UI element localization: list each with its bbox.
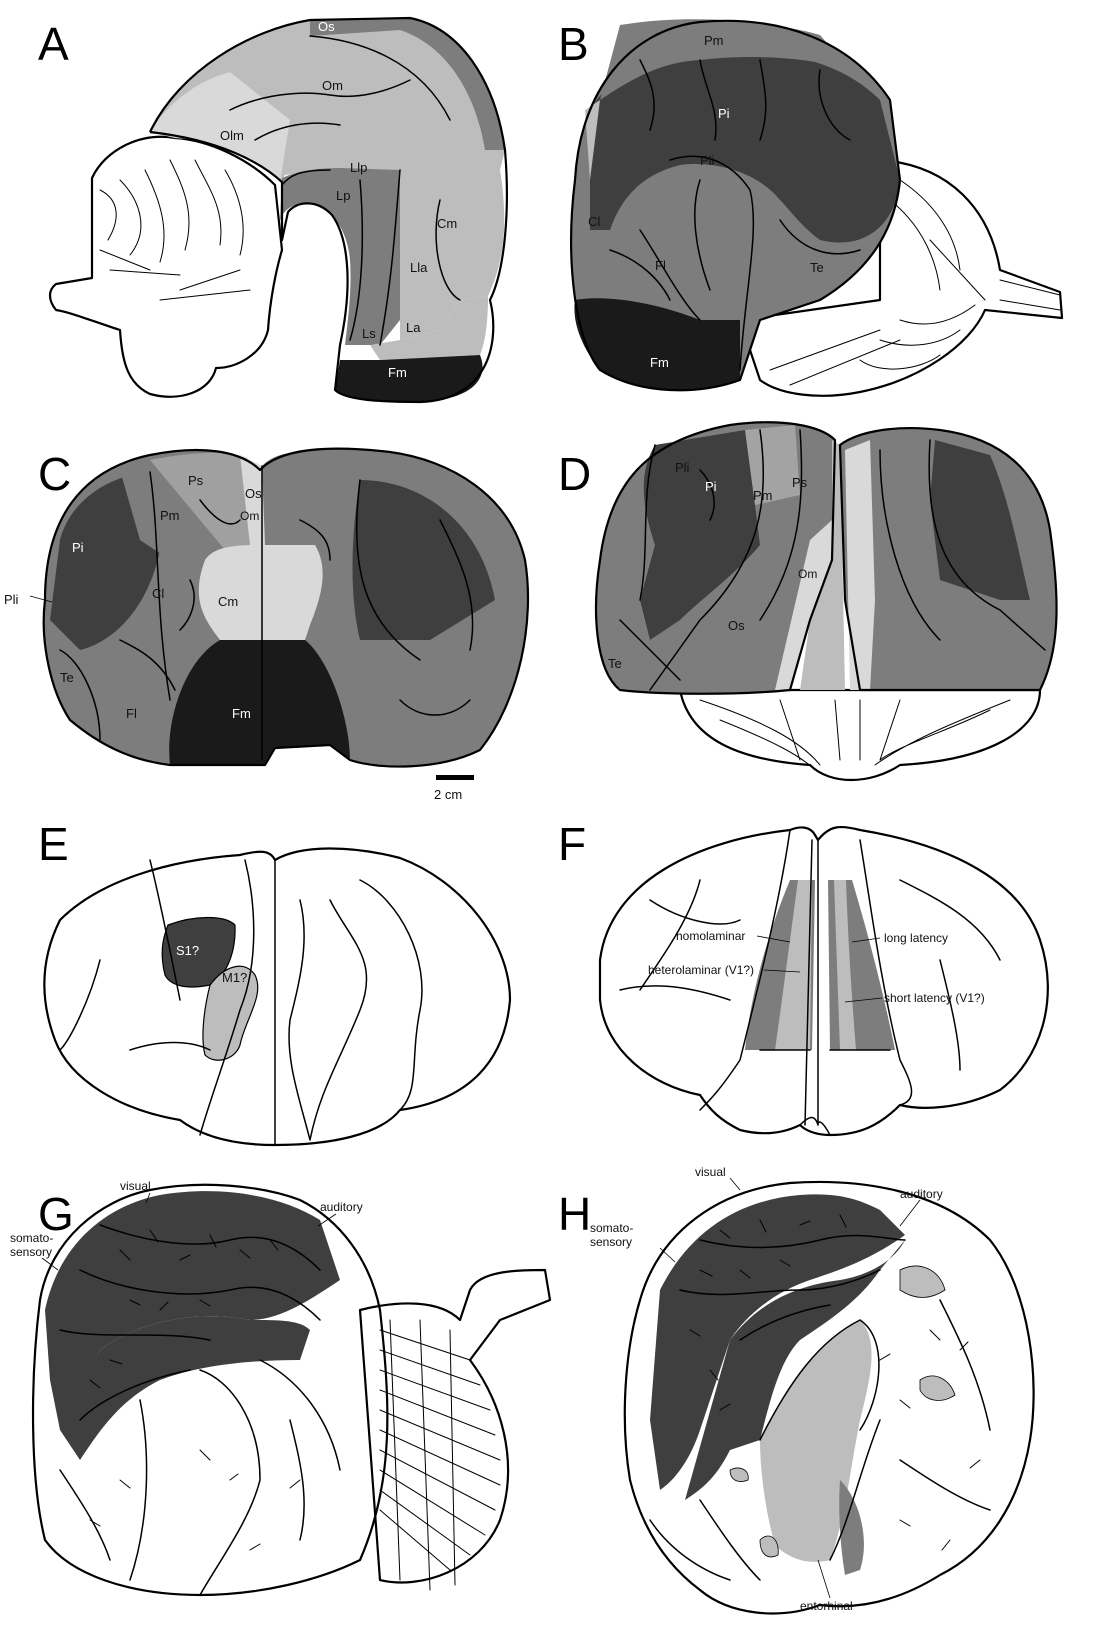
label-b-pm: Pm [704, 33, 724, 48]
label-d-om: Om [798, 567, 817, 581]
panel-c-letter: C [38, 448, 71, 500]
label-e-m1: M1? [222, 970, 247, 985]
region-a-fm [335, 355, 483, 402]
label-f-short-latency: short latency (V1?) [884, 991, 985, 1005]
label-a-om: Om [322, 78, 343, 93]
label-a-lla: Lla [410, 260, 428, 275]
scale-bar: 2 cm [434, 775, 474, 802]
label-h-visual: visual [695, 1165, 726, 1179]
panel-d-letter: D [558, 448, 591, 500]
leader-h-somato [660, 1248, 675, 1262]
label-g-somato-1: somato- [10, 1231, 53, 1245]
label-d-te: Te [608, 656, 622, 671]
label-b-cl: Cl [588, 214, 600, 229]
leader-h-auditory [900, 1200, 920, 1226]
label-c-fm: Fm [232, 706, 251, 721]
label-a-la: La [406, 320, 421, 335]
panel-d: D Pli Pi Pm Ps Om Os Te [558, 422, 1057, 780]
leader-h-entorhinal [818, 1560, 830, 1598]
label-a-llp: Llp [350, 160, 367, 175]
label-a-cm: Cm [437, 216, 457, 231]
panel-a-letter: A [38, 18, 69, 70]
label-c-os: Os [245, 486, 262, 501]
label-c-te: Te [60, 670, 74, 685]
label-c-fl: Fl [126, 706, 137, 721]
label-d-ps: Ps [792, 475, 808, 490]
label-b-fm: Fm [650, 355, 669, 370]
label-g-somato-2: sensory [10, 1245, 52, 1259]
label-f-long-latency: long latency [884, 931, 948, 945]
label-b-fl: Fl [655, 258, 666, 273]
cerebellum-d-folia [700, 700, 1010, 770]
label-c-pm: Pm [160, 508, 180, 523]
label-c-pi: Pi [72, 540, 84, 555]
cerebellum-g [360, 1270, 550, 1583]
panel-f-letter: F [558, 818, 586, 870]
panel-f: F homolaminar heterolaminar (V1?) long l… [558, 818, 1048, 1135]
region-d-right-light [845, 440, 875, 690]
panel-g: G visual auditory somato- sensory [10, 1179, 550, 1595]
label-c-ps: Ps [188, 473, 204, 488]
panel-b-letter: B [558, 18, 589, 70]
panel-c: C Ps Os Pm Om Pi Cl Cm Pli Te Fl Fm [4, 448, 528, 767]
label-d-pi: Pi [705, 479, 717, 494]
label-h-entorhinal: entorhinal [800, 1599, 853, 1613]
panel-e: E S1? M1? [38, 818, 510, 1145]
panel-b: B Pm Pi Pli Cl Fl Te Fm [558, 18, 1062, 396]
brain-e-outline [44, 848, 510, 1145]
scale-bar-label: 2 cm [434, 787, 462, 802]
label-e-s1: S1? [176, 943, 199, 958]
label-g-auditory: auditory [320, 1200, 363, 1214]
region-c-cm [199, 545, 323, 640]
cerebellum-a-folia [100, 160, 250, 300]
label-f-homolaminar: homolaminar [676, 929, 745, 943]
label-a-fm: Fm [388, 365, 407, 380]
brain-f-outline [600, 827, 1048, 1135]
label-c-om: Om [240, 509, 259, 523]
label-b-pi: Pi [718, 106, 730, 121]
leader-h-visual [730, 1178, 740, 1190]
label-a-lp: Lp [336, 188, 350, 203]
scale-bar-line [436, 775, 474, 780]
label-f-heterolaminar: heterolaminar (V1?) [648, 963, 754, 977]
label-d-pli: Pli [675, 460, 690, 475]
label-a-olm: Olm [220, 128, 244, 143]
label-h-auditory: auditory [900, 1187, 943, 1201]
label-h-somato-1: somato- [590, 1221, 633, 1235]
label-c-cm: Cm [218, 594, 238, 609]
label-b-pli: Pli [700, 153, 715, 168]
label-c-cl: Cl [152, 586, 164, 601]
label-d-pm: Pm [753, 488, 773, 503]
label-d-os: Os [728, 618, 745, 633]
label-c-pli: Pli [4, 592, 19, 607]
panel-h: H visual auditory somato- sensory entorh… [558, 1165, 1034, 1613]
panel-h-letter: H [558, 1188, 591, 1240]
label-g-visual: visual [120, 1179, 151, 1193]
panel-e-letter: E [38, 818, 69, 870]
label-a-os: Os [318, 19, 335, 34]
panel-a: A Os Om Olm Llp Lp Cm Lla Ls La Fm [38, 18, 507, 402]
cerebellum-a [50, 137, 282, 397]
label-b-te: Te [810, 260, 824, 275]
region-c-os-right [262, 453, 320, 545]
label-h-somato-2: sensory [590, 1235, 632, 1249]
label-a-ls: Ls [362, 326, 376, 341]
